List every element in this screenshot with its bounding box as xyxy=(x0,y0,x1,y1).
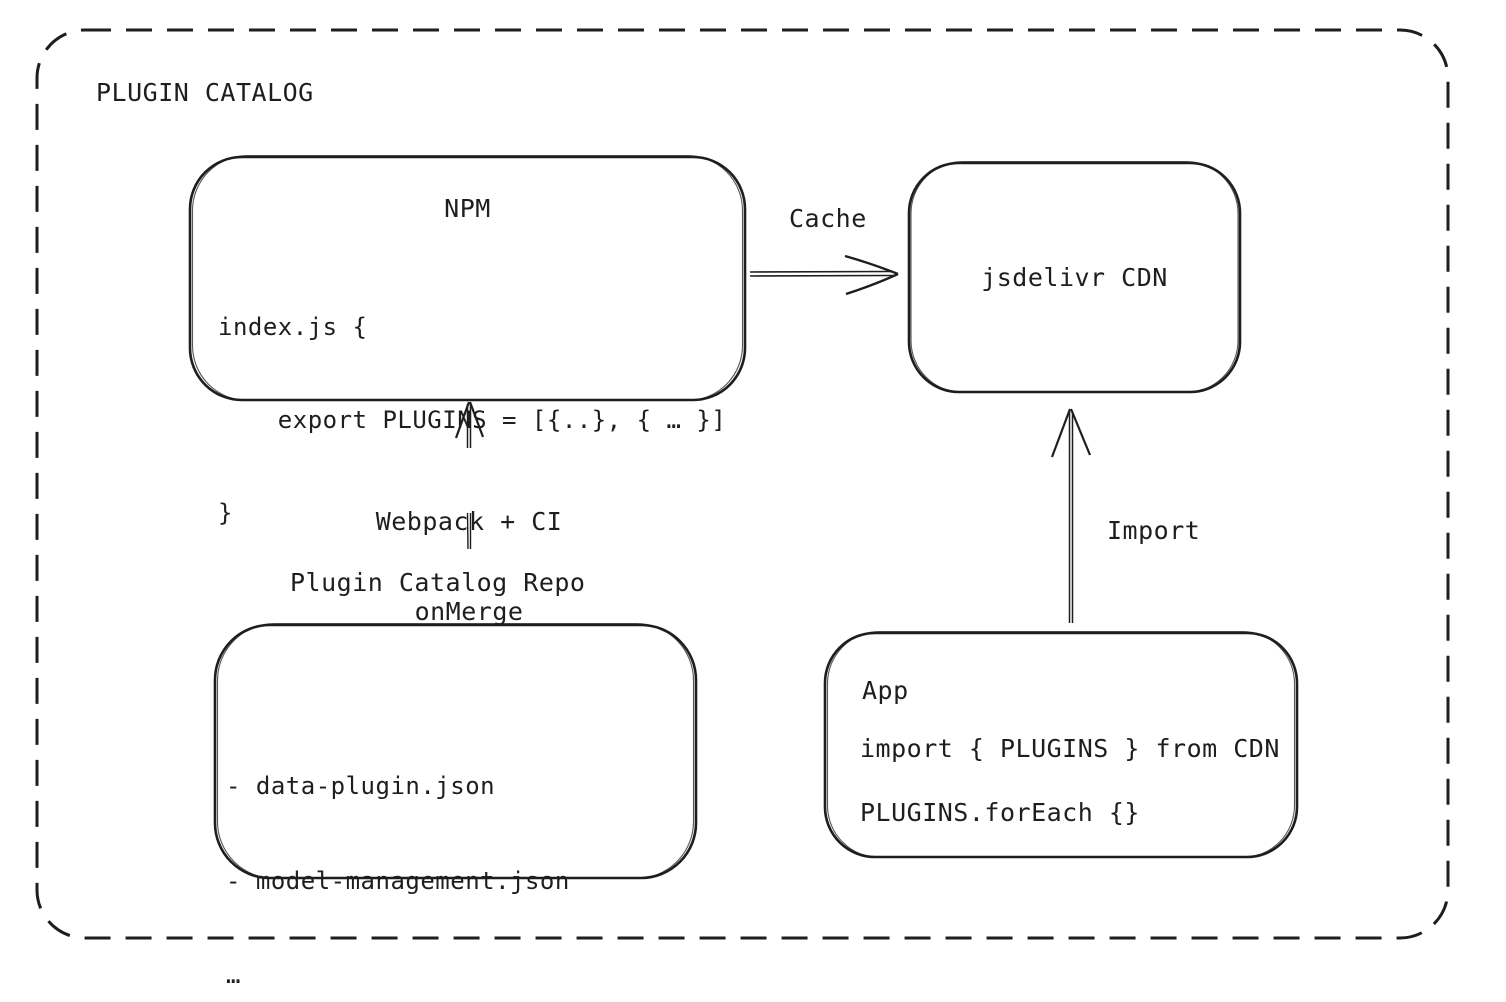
repo-box-outline xyxy=(213,622,698,880)
build-connector-line xyxy=(466,512,472,550)
repo-file-item: - data-plugin.json xyxy=(226,772,496,800)
repo-file-item: … xyxy=(226,961,241,989)
cdn-box: jsdelivr CDN xyxy=(909,163,1240,392)
repo-file-item: - model-management.json xyxy=(226,866,570,895)
repo-box-label: Plugin Catalog Repo xyxy=(290,568,586,597)
build-arrow-label-line2: onMerge xyxy=(414,597,524,626)
app-box-title: App xyxy=(862,676,909,705)
npm-box-outline xyxy=(188,154,747,402)
app-code-line: import { PLUGINS } from CDN xyxy=(860,734,1280,763)
npm-code-line: export PLUGINS = [{..}, { … }] xyxy=(218,406,727,434)
import-arrow-label: Import xyxy=(1107,516,1201,545)
import-arrow xyxy=(1050,408,1092,623)
diagram-title: PLUGIN CATALOG xyxy=(96,78,314,107)
app-box-outline xyxy=(823,630,1299,859)
npm-code-line: index.js { xyxy=(218,313,368,341)
cdn-box-outline xyxy=(907,160,1242,394)
cache-arrow xyxy=(749,254,899,296)
cache-arrow-label: Cache xyxy=(789,204,867,233)
build-arrow-label-line1: Webpack + CI xyxy=(375,507,563,536)
npm-code-line: } xyxy=(218,499,233,527)
build-arrow-label: Webpack + CI onMerge xyxy=(329,447,609,687)
app-code-line: PLUGINS.forEach {} xyxy=(860,798,1140,827)
build-arrow xyxy=(454,401,485,448)
npm-box-title: NPM xyxy=(444,194,491,223)
catalog-boundary-border xyxy=(35,28,1450,940)
repo-file-list: - data-plugin.json - model-management.js… xyxy=(226,708,570,1002)
npm-code-block: index.js { export PLUGINS = [{..}, { … }… xyxy=(218,250,726,591)
cdn-box-label: jsdelivr CDN xyxy=(981,263,1168,292)
